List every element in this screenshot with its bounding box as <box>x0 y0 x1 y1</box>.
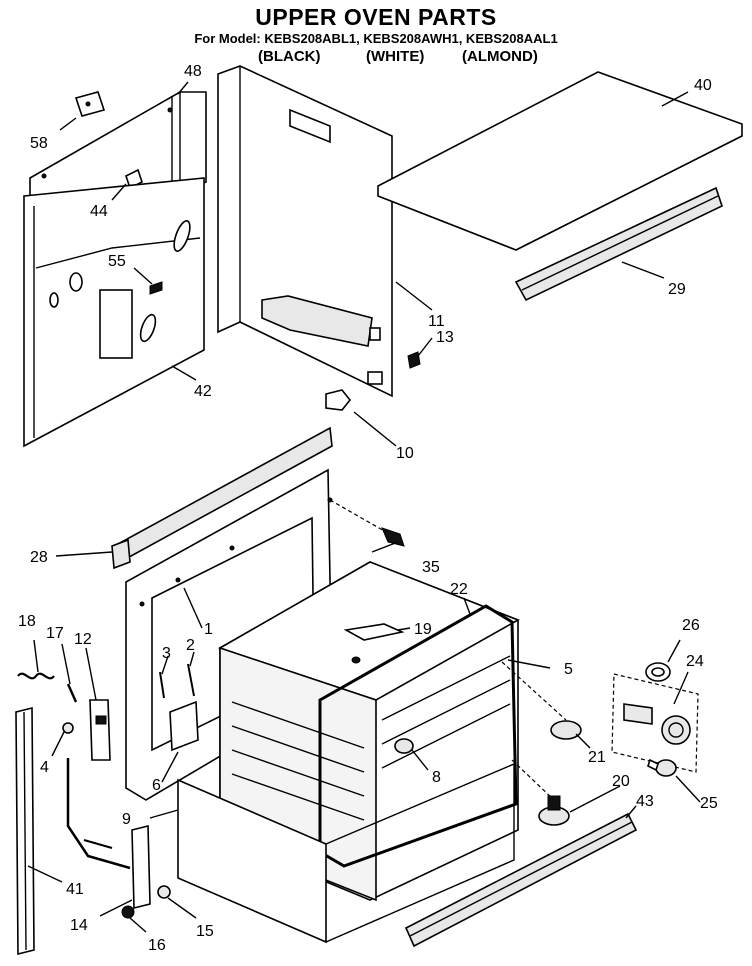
callout-43: 43 <box>636 793 654 810</box>
callout-5: 5 <box>564 661 573 678</box>
part-2-screw <box>187 663 195 697</box>
page-title: UPPER OVEN PARTS <box>255 4 497 30</box>
callout-48: 48 <box>184 63 202 80</box>
part-12-hinge-bracket <box>89 699 111 761</box>
part-11-side-panel <box>217 65 393 398</box>
callout-55: 55 <box>108 253 126 270</box>
callout-18: 18 <box>18 613 36 630</box>
part-15-screw <box>157 885 171 899</box>
part-29-channel <box>514 186 723 302</box>
part-18-spring <box>17 672 55 680</box>
callout-44: 44 <box>90 203 108 220</box>
part-21-socket <box>501 661 582 740</box>
callout-labels: 58 48 44 55 42 40 29 11 13 10 28 35 22 1… <box>18 63 718 954</box>
callout-10: 10 <box>396 445 414 462</box>
part-24-light-assembly <box>611 673 699 773</box>
callout-9: 9 <box>122 811 131 828</box>
callout-20: 20 <box>612 773 630 790</box>
leader-lines <box>27 81 701 933</box>
callout-11: 11 <box>428 313 445 330</box>
callout-26: 26 <box>682 617 700 634</box>
part-19-element <box>343 623 405 664</box>
part-14-hinge <box>66 758 151 910</box>
part-8-light-lens <box>394 738 414 754</box>
callout-35: 35 <box>422 559 440 576</box>
part-25-bulb <box>647 758 677 777</box>
callout-12: 12 <box>74 631 92 648</box>
part-10-grommet <box>325 389 352 411</box>
part-3-screw <box>159 671 165 699</box>
callout-25: 25 <box>700 795 718 812</box>
callout-21: 21 <box>588 749 606 766</box>
part-9-oven-bottom <box>177 762 515 944</box>
callout-17: 17 <box>46 625 64 642</box>
part-28-trim-strip <box>111 538 131 570</box>
callout-14: 14 <box>70 917 88 934</box>
part-58-bracket <box>74 91 106 117</box>
model-numbers: For Model: KEBS208ABL1, KEBS208AWH1, KEB… <box>194 31 558 46</box>
callout-28: 28 <box>30 549 48 566</box>
callout-2: 2 <box>186 637 195 654</box>
callout-3: 3 <box>162 645 171 662</box>
part-41-side-trim <box>15 706 35 956</box>
callout-42: 42 <box>194 383 212 400</box>
callout-4: 4 <box>40 759 49 776</box>
part-16-nut <box>121 905 135 919</box>
part-40-top-panel <box>377 71 743 251</box>
part-6-bracket <box>169 700 199 752</box>
callout-15: 15 <box>196 923 214 940</box>
part-13-clip <box>407 351 421 369</box>
callout-6: 6 <box>152 777 161 794</box>
callout-13: 13 <box>436 329 454 346</box>
part-44-clip <box>125 168 143 190</box>
finish-white: (WHITE) <box>366 48 425 65</box>
part-43-vent-strip <box>404 812 638 948</box>
part-4-washer <box>62 722 74 734</box>
callout-1: 1 <box>204 621 213 638</box>
callout-40: 40 <box>694 77 712 94</box>
callout-29: 29 <box>668 281 686 298</box>
callout-22: 22 <box>450 581 468 598</box>
part-17-rod <box>66 683 78 703</box>
part-26-gasket <box>645 662 671 682</box>
part-35-sensor <box>329 499 405 547</box>
callout-41: 41 <box>66 881 84 898</box>
part-42-insulation-panel <box>23 177 205 448</box>
callout-16: 16 <box>148 937 166 954</box>
part-20-receptacle <box>511 759 570 826</box>
callout-58: 58 <box>30 135 48 152</box>
finish-almond: (ALMOND) <box>462 48 538 65</box>
callout-8: 8 <box>432 769 441 786</box>
callout-19: 19 <box>414 621 432 638</box>
finish-black: (BLACK) <box>258 48 321 65</box>
oven-cavity <box>218 561 520 902</box>
callout-24: 24 <box>686 653 704 670</box>
